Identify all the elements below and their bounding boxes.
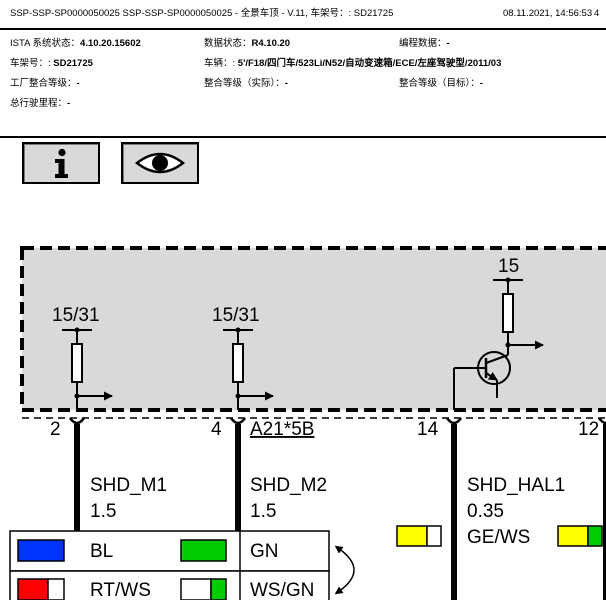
vin-label: 车架号：: <box>10 58 51 69</box>
data-status: 数据状态：R4.10.20 <box>204 38 290 50</box>
wire-name: SHD_M1 <box>90 475 167 496</box>
pin-label: 14 <box>417 419 439 440</box>
pin-label: 2 <box>50 419 61 440</box>
ista-status: ISTA 系统状态：4.10.20.15602 <box>10 38 141 50</box>
factory-level-label: 工厂整合等级： <box>10 78 77 89</box>
vehicle-value: 5'/F18/四门车/523Li/N52/自动变速箱/ECE/左座驾驶型/201… <box>237 58 502 69</box>
document-title: SSP-SSP-SP0000050025 SSP-SSP-SP000005002… <box>10 8 394 19</box>
programming-data-label: 编程数据： <box>399 38 447 49</box>
actual-level: 整合等级（实际）：- <box>204 78 288 90</box>
color-legend-table: BL GN RT/WS WS/GN <box>9 530 330 600</box>
factory-level: 工厂整合等级：- <box>10 78 80 90</box>
vehicle-label: 车辆：: <box>204 58 236 69</box>
header-rule <box>0 28 606 30</box>
data-status-value: R4.10.20 <box>251 38 291 49</box>
data-status-label: 数据状态： <box>204 38 252 49</box>
terminal-3: 15 <box>453 256 544 410</box>
swap-arrow <box>334 545 355 595</box>
terminal-2: 15/31 <box>212 305 274 410</box>
wire-name: SHD_M2 <box>250 475 327 496</box>
swatch-bl <box>17 539 65 562</box>
pin-label: 4 <box>211 419 222 440</box>
mileage-label: 总行驶里程： <box>10 98 68 109</box>
eye-icon <box>134 152 186 174</box>
pin-sockets <box>68 417 606 425</box>
connector-link[interactable]: A21*5B <box>250 419 314 440</box>
print-datetime: 08.11.2021, 14:56:53 <box>503 8 593 19</box>
legend-code: GN <box>250 541 279 562</box>
view-button[interactable] <box>121 142 199 184</box>
legend-code: WS/GN <box>250 580 314 600</box>
wire-color-code: GE/WS <box>467 527 530 548</box>
target-level-label: 整合等级（目标）： <box>399 78 480 89</box>
page-number: 4 <box>594 8 600 19</box>
color-swatch-gews <box>396 525 442 547</box>
vehicle: 车辆：: 5'/F18/四门车/523Li/N52/自动变速箱/ECE/左座驾驶… <box>204 58 501 70</box>
wire-size: 0.35 <box>467 501 504 522</box>
actual-level-label: 整合等级（实际）： <box>204 78 285 89</box>
info-icon <box>55 148 68 178</box>
legend-code: RT/WS <box>90 580 151 600</box>
wire-size: 1.5 <box>250 501 276 522</box>
pin-label: 12 <box>578 419 599 440</box>
info-button[interactable] <box>22 142 100 184</box>
swatch-wsgn <box>180 578 227 600</box>
terminal-label: 15/31 <box>52 305 100 326</box>
ista-status-value: 4.10.20.15602 <box>80 38 141 49</box>
terminal-1: 15/31 <box>52 305 113 410</box>
swatch-gn <box>180 539 227 562</box>
vin-value: SD21725 <box>53 58 93 69</box>
terminal-label: 15/31 <box>212 305 260 326</box>
target-level: 整合等级（目标）：- <box>399 78 483 90</box>
vin: 车架号：: SD21725 <box>10 58 93 70</box>
swatch-rtws <box>17 578 65 600</box>
color-swatch-yellow-green <box>557 525 603 547</box>
mileage: 总行驶里程：- <box>10 98 70 110</box>
terminal-label: 15 <box>498 256 519 277</box>
info-rule <box>0 136 606 138</box>
legend-code: BL <box>90 541 113 562</box>
target-level-value: - <box>479 78 483 89</box>
wire-size: 1.5 <box>90 501 116 522</box>
factory-level-value: - <box>76 78 80 89</box>
mileage-value: - <box>67 98 71 109</box>
programming-data: 编程数据：- <box>399 38 450 50</box>
ista-status-label: ISTA 系统状态： <box>10 38 81 49</box>
actual-level-value: - <box>284 78 288 89</box>
wire-name: SHD_HAL1 <box>467 475 565 496</box>
programming-data-value: - <box>446 38 450 49</box>
